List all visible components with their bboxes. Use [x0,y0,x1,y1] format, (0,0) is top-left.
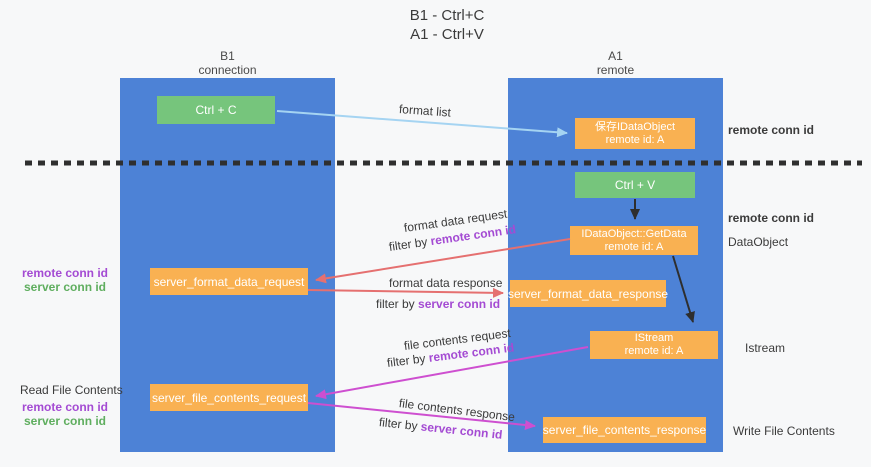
box-save-idataobject: 保存IDataObject remote id: A [575,118,695,149]
ctrl-c-label: Ctrl + C [195,103,237,117]
lane-a1-name: A1 [608,49,623,63]
read-file-contents-annotation: Read File Contents [20,383,123,397]
server-file-contents-response-label: server_file_contents_response [542,423,707,437]
lane-header-b1: B1 connection [120,49,335,77]
istream-annotation: Istream [745,341,786,355]
format-data-response-arrow [307,287,504,298]
conn-id-pair-mid: remote conn id server conn id [20,266,110,294]
format-data-response-label: format data response [389,276,503,290]
box-ctrl-c: Ctrl + C [157,96,275,124]
filter-by-text: filter by [378,415,422,434]
box-istream: IStream remote id: A [590,331,718,359]
filter-by-text: filter by [376,297,419,311]
server-conn-id-annotation: server conn id [23,413,107,428]
write-file-contents-annotation: Write File Contents [733,424,835,438]
server-file-contents-request-label: server_file_contents_request [151,390,307,405]
save-idataobject-line1: 保存IDataObject [594,120,676,133]
lane-header-a1: A1 remote [508,49,723,77]
box-server-format-data-response: server_format_data_response [507,280,669,307]
filter-by-text: filter by [388,234,432,254]
istream-line2: remote id: A [624,345,684,357]
server-conn-id-annotation: server conn id [23,279,107,294]
lane-a1-role: remote [596,63,635,77]
istream-line1: IStream [634,332,674,344]
box-server-file-contents-request: server_file_contents_request [150,384,308,411]
format-data-response-filter-label: filter by server conn id [376,297,500,311]
remote-conn-id-annotation: remote conn id [21,400,108,414]
remote-conn-id-annotation: remote conn id [21,266,108,280]
lane-b1-name: B1 [220,49,235,63]
title-line-2: A1 - Ctrl+V [410,26,484,43]
conn-id-pair-bottom: remote conn id server conn id [20,400,110,428]
remote-conn-id-annotation-top: remote conn id [728,123,815,137]
server-format-data-request-label: server_format_data_request [153,274,305,289]
box-server-format-data-request: server_format_data_request [150,268,308,295]
box-idataobject-getdata: IDataObject::GetData remote id: A [570,226,698,255]
box-ctrl-v: Ctrl + V [575,172,695,198]
server-conn-id-text: server conn id [420,419,504,442]
remote-conn-id-annotation-mid: remote conn id [728,211,815,225]
save-idataobject-line2: remote id: A [605,133,665,146]
format-list-label: format list [398,102,452,120]
server-format-data-response-label: server_format_data_response [507,286,669,301]
getdata-line1: IDataObject::GetData [581,227,687,240]
server-conn-id-text: server conn id [418,297,501,311]
dataobject-annotation: DataObject [728,235,789,249]
title-line-1: B1 - Ctrl+C [409,7,485,24]
lane-b1-role: connection [198,63,257,77]
getdata-line2: remote id: A [604,240,664,253]
page-title: B1 - Ctrl+C A1 - Ctrl+V [337,6,557,44]
filter-by-text: filter by [386,350,430,370]
ctrl-v-label: Ctrl + V [614,178,656,192]
box-server-file-contents-response: server_file_contents_response [543,417,706,443]
